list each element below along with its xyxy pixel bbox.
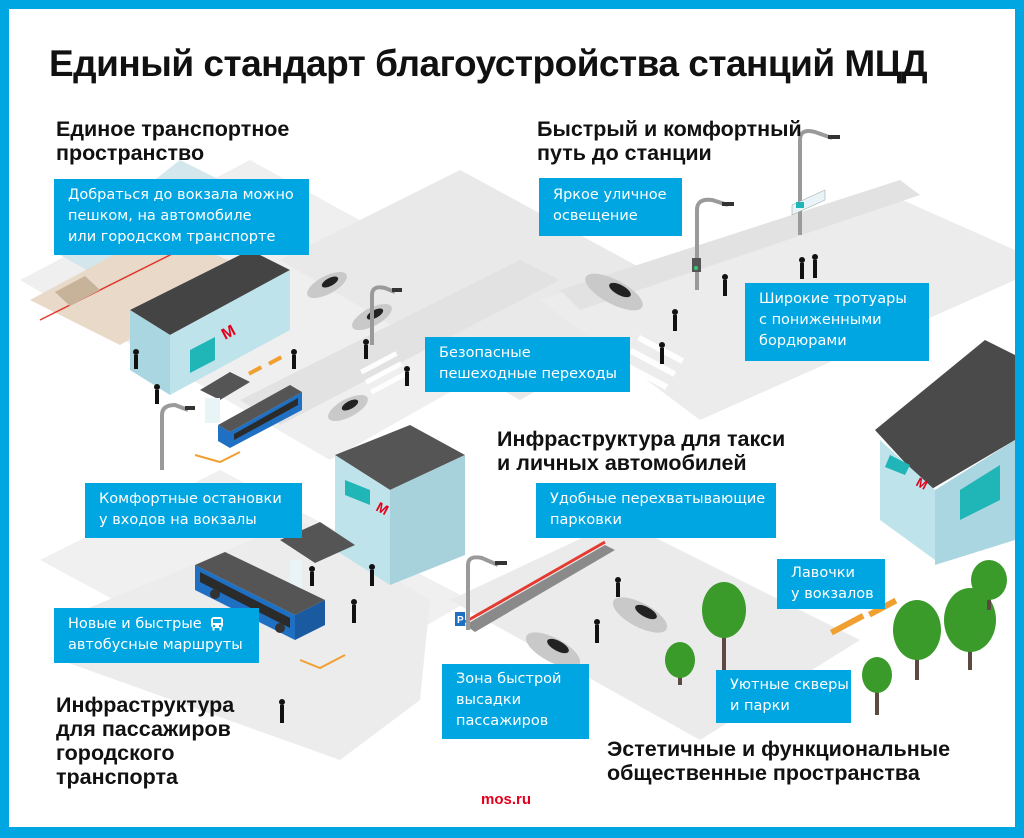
callout-street-lighting: Яркое уличное освещение — [539, 178, 682, 236]
callout-squares-parks: Уютные скверы и парки — [716, 670, 851, 723]
station-roof-left — [130, 250, 290, 335]
trees — [665, 560, 1007, 715]
heading-unified-transport: Единое транспортное пространство — [56, 117, 290, 165]
heading-public-transport: Инфраструктура для пассажиров городского… — [56, 693, 235, 789]
bus-large — [195, 552, 325, 640]
callout-access-modes: Добраться до вокзала можно пешком, на ав… — [54, 179, 309, 255]
infographic-canvas: М М М — [9, 9, 1015, 827]
page-title: Единый стандарт благоустройства станций … — [49, 43, 928, 84]
callout-benches: Лавочки у вокзалов — [777, 559, 885, 609]
bus-icon — [210, 617, 223, 631]
callout-safe-crossings: Безопасные пешеходные переходы — [425, 337, 630, 392]
callout-wide-sidewalks: Широкие тротуары с пониженными бордюрами — [745, 283, 929, 361]
callout-comfortable-stops: Комфортные остановки у входов на вокзалы — [85, 483, 302, 538]
callout-park-and-ride: Удобные перехватывающие парковки — [536, 483, 776, 538]
callout-drop-off-zone: Зона быстрой высадки пассажиров — [442, 664, 589, 739]
heading-fast-path: Быстрый и комфортный путь до станции — [537, 117, 802, 165]
pedestrians — [133, 254, 818, 723]
svg-text:P: P — [457, 615, 464, 626]
station-roof-right — [875, 340, 1015, 490]
bus-small — [218, 385, 302, 448]
street-lamps — [160, 129, 833, 630]
callout-new-bus-routes: Новые и быстрые автобусные маршруты — [54, 608, 259, 663]
heading-public-spaces: Эстетичные и функциональные общественные… — [607, 737, 951, 785]
source-credit: mos.ru — [481, 791, 532, 808]
heading-taxi-cars: Инфраструктура для такси и личных автомо… — [497, 427, 786, 475]
